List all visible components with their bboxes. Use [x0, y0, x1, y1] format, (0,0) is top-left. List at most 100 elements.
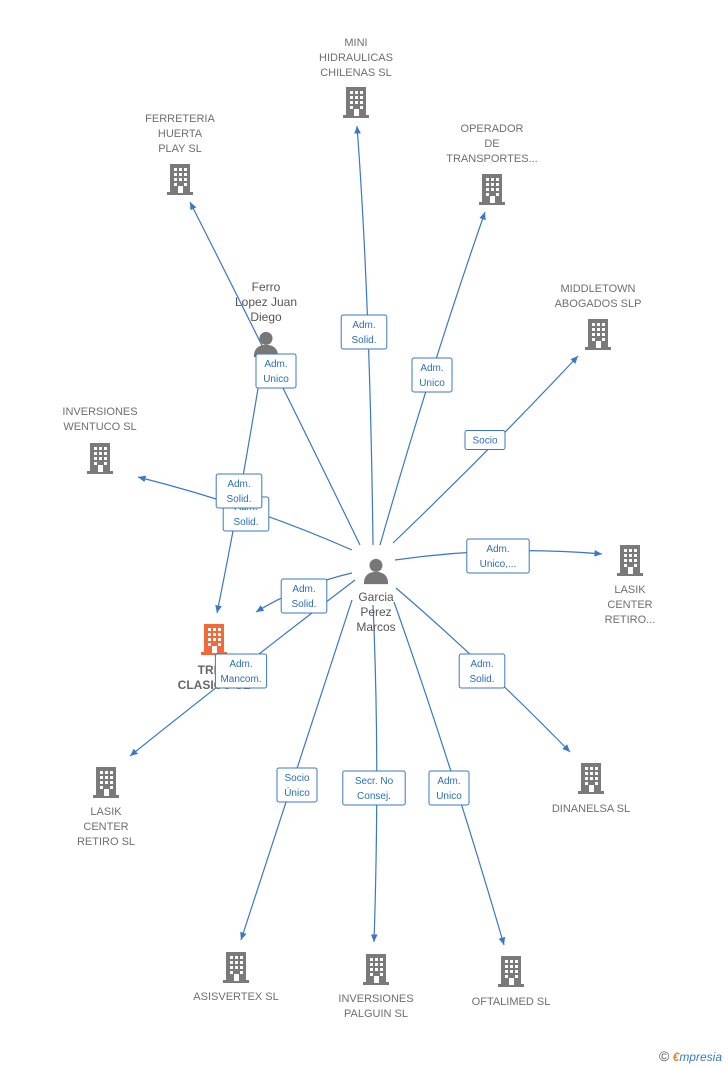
building-icon [201, 624, 227, 655]
node-label-line: OFTALIMED SL [472, 996, 551, 1008]
edge-label-line: Unico [419, 378, 445, 389]
building-icon [363, 954, 389, 985]
node-label-line: CENTER [607, 599, 652, 611]
building-icon [479, 174, 505, 205]
node-label-line: ASISVERTEX SL [193, 991, 278, 1003]
edge-label-ferro-treb[interactable]: Adm.Solid. [215, 473, 263, 509]
node-label-line: Marcos [356, 620, 395, 634]
edge-label-line: Único [284, 786, 310, 799]
edge-label-line: Consej. [357, 791, 391, 802]
node-label-line: MINI [344, 37, 367, 49]
edge-label-line: Adm. [292, 584, 315, 595]
node-label-line: RETIRO... [605, 614, 656, 626]
edge-label-box [411, 357, 453, 393]
edge-label-line: Adm. [437, 776, 460, 787]
edge-label-line: Unico [263, 374, 289, 385]
edge-label-garcia-operador[interactable]: Adm. Unico [411, 357, 453, 393]
node-label-line: CENTER [83, 821, 128, 833]
edge-label-garcia-treb[interactable]: Adm. Solid. [280, 578, 328, 614]
edge-label-line: Socio [472, 436, 497, 447]
node-lasik_retiro_right[interactable]: LASIK CENTER RETIRO... [605, 545, 656, 626]
node-asisvertex[interactable]: ASISVERTEX SL [193, 952, 279, 1003]
edge-label-garcia-ferreteria[interactable]: Adm. Unico [255, 353, 297, 389]
edge-label-garcia-oftalimed[interactable]: Adm. Unico [428, 770, 470, 806]
edge-label-box [214, 653, 268, 689]
edge-garcia-asisvertex [240, 599, 353, 941]
node-label-line: RETIRO SL [77, 836, 135, 848]
node-ferreteria[interactable]: FERRETERIA HUERTA PLAY SL [145, 113, 215, 195]
building-icon [93, 767, 119, 798]
edge-label-box [464, 430, 506, 450]
edge-label-line: Unico [436, 791, 462, 802]
node-label-line: LASIK [90, 806, 122, 818]
edge-label-garcia-lasik_retiro_sl[interactable]: Adm. Mancom. [214, 653, 268, 689]
edge-label-garcia-dinanelsa[interactable]: Adm. Solid. [458, 653, 506, 689]
edge-label-line: Adm. [470, 659, 493, 670]
edge-label-box [342, 770, 406, 806]
building-icon [343, 87, 369, 118]
building-icon [617, 545, 643, 576]
node-lasik_retiro_sl[interactable]: LASIK CENTER RETIRO SL [77, 767, 135, 848]
edge-label-line: Solid. [351, 335, 376, 346]
edge-label-garcia-mini[interactable]: Adm. Solid. [340, 314, 388, 350]
node-label-line: HIDRAULICAS [319, 52, 393, 64]
node-label-line: DE [484, 138, 499, 150]
person-icon [363, 558, 389, 585]
edge-label-box [215, 473, 263, 509]
node-middletown[interactable]: MIDDLETOWN ABOGADOS SLP [555, 283, 642, 350]
node-dinanelsa[interactable]: DINANELSA SL [552, 763, 630, 815]
edge-label-line: Adm. [352, 320, 375, 331]
edge-label-line: Adm. [420, 363, 443, 374]
node-operador[interactable]: OPERADORDETRANSPORTES... [446, 123, 538, 205]
node-label-line: HUERTA [158, 128, 203, 140]
edge-label-line: Adm. [264, 359, 287, 370]
edge-garcia-inversiones_palguin [370, 604, 378, 943]
node-label-line: Lopez Juan [235, 295, 297, 309]
edges-layer [129, 125, 603, 946]
edge-label-line: Adm. [227, 479, 250, 490]
node-label-line: MIDDLETOWN [561, 283, 636, 295]
brand-initial: € [672, 1050, 680, 1064]
node-label-line: Perez [360, 605, 391, 619]
node-label-line: PALGUIN SL [344, 1008, 408, 1020]
edge-label-line: Solid. [469, 674, 494, 685]
edge-label-box [280, 578, 328, 614]
node-label-line: Ferro [252, 280, 281, 294]
edge-label-garcia-lasik_retiro_right[interactable]: Adm.Unico,... [466, 538, 530, 574]
node-label-line: PLAY SL [158, 143, 202, 155]
edge-label-box [466, 538, 530, 574]
edge-label-line: Solid. [291, 599, 316, 610]
edge-label-line: Socio [284, 773, 309, 784]
edge-label-box [276, 767, 318, 803]
edge-garcia-oftalimed [393, 601, 506, 946]
building-icon [167, 164, 193, 195]
edge-label-box [458, 653, 506, 689]
node-label-line: LASIK [614, 584, 646, 596]
brand-name: mpresia [679, 1050, 722, 1064]
footer-brand: © €mpresia [659, 1048, 722, 1064]
edge-label-garcia-middletown[interactable]: Socio [464, 430, 506, 450]
node-label-line: FERRETERIA [145, 113, 215, 125]
edge-label-box [255, 353, 297, 389]
node-label-line: WENTUCO SL [63, 421, 136, 433]
node-oftalimed[interactable]: OFTALIMED SL [472, 956, 551, 1008]
node-label-line: ABOGADOS SLP [555, 298, 642, 310]
building-icon [585, 319, 611, 350]
edge-label-box [428, 770, 470, 806]
node-label-line: Diego [250, 310, 282, 324]
edge-label-line: Adm. [486, 544, 509, 555]
edge-label-line: Adm. [229, 659, 252, 670]
edge-label-line: Mancom. [220, 674, 261, 685]
node-label-line: TRANSPORTES... [446, 153, 537, 165]
node-label-line: DINANELSA SL [552, 803, 630, 815]
building-icon [223, 952, 249, 983]
